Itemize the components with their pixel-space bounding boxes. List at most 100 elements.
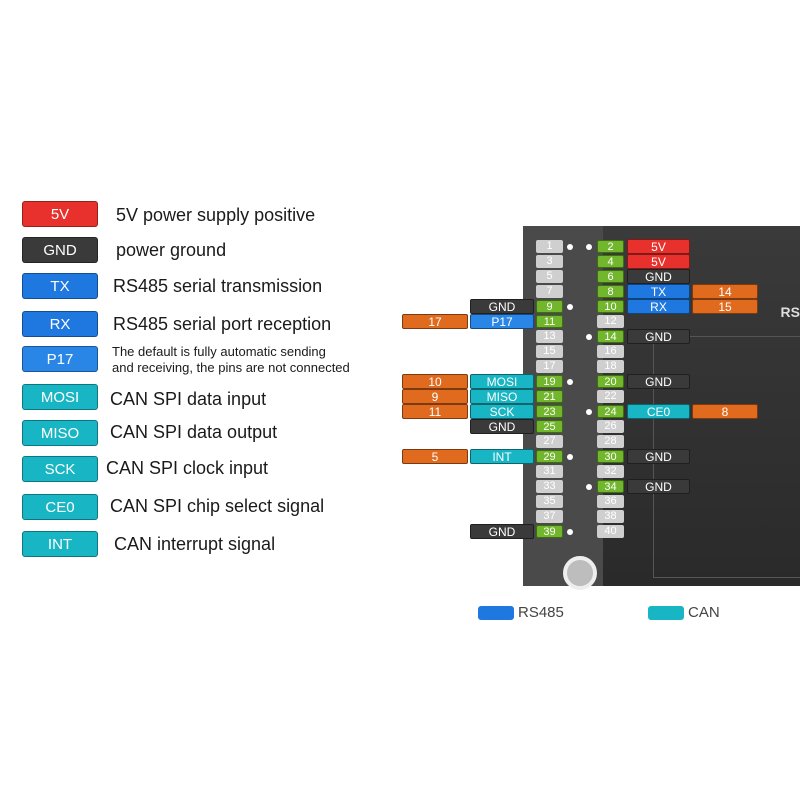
label-gnd-pin20: GND (627, 374, 690, 389)
legend-badge-gnd: GND (22, 237, 98, 263)
pin-dot (567, 379, 573, 385)
pin-dot (586, 484, 592, 490)
bottom-legend-rs485: RS485 (478, 604, 564, 621)
legend-desc-rx: RS485 serial port reception (113, 314, 332, 334)
pin-dot (567, 529, 573, 535)
pin-32: 32 (597, 465, 624, 478)
legend-desc-5v: 5V power supply positive (116, 205, 316, 225)
label-gnd-pin6: GND (627, 269, 690, 284)
pin-36: 36 (597, 495, 624, 508)
label-gpio-17: 17 (402, 314, 468, 329)
pin-18: 18 (597, 360, 624, 373)
pin-9: 9 (536, 300, 563, 313)
pin-40: 40 (597, 525, 624, 538)
label-gpio-11: 11 (402, 404, 468, 419)
pin-dot (567, 454, 573, 460)
legend-badge-5v: 5V (22, 201, 98, 227)
pin-22: 22 (597, 390, 624, 403)
pin-27: 27 (536, 435, 563, 448)
label-rx: RX (627, 299, 690, 314)
pin-39: 39 (536, 525, 563, 538)
legend-badge-mosi: MOSI (22, 384, 98, 410)
legend-desc-sck: CAN SPI clock input (106, 458, 269, 478)
pin-11: 11 (536, 315, 563, 328)
label-sck: SCK (470, 404, 534, 419)
pin-14: 14 (597, 330, 624, 343)
label-gnd-pin25: GND (470, 419, 534, 434)
board-edge (523, 226, 603, 586)
pin-16: 16 (597, 345, 624, 358)
legend-desc-p17-line2: and receiving, the pins are not connecte… (112, 360, 350, 375)
legend-desc-int: CAN interrupt signal (114, 534, 276, 554)
can-swatch (648, 606, 684, 621)
legend-badge-p17: P17 (22, 346, 98, 372)
label-5v-pin4: 5V (627, 254, 690, 269)
label-gpio-15: 15 (692, 299, 758, 314)
label-gnd-pin34: GND (627, 479, 690, 494)
label-int: INT (470, 449, 534, 464)
label-gpio-8: 8 (692, 404, 758, 419)
mount-hole (563, 556, 597, 590)
pin-35: 35 (536, 495, 563, 508)
rs485-swatch (478, 606, 514, 621)
legend-desc-mosi: CAN SPI data input (110, 389, 267, 409)
pin-33: 33 (536, 480, 563, 493)
pin-5: 5 (536, 270, 563, 283)
pin-dot (586, 409, 592, 415)
pin-2: 2 (597, 240, 624, 253)
label-gnd-pin39: GND (470, 524, 534, 539)
label-5v-pin2: 5V (627, 239, 690, 254)
label-tx: TX (627, 284, 690, 299)
legend-badge-sck: SCK (22, 456, 98, 482)
legend-badge-ce0: CE0 (22, 494, 98, 520)
pin-dot (567, 304, 573, 310)
pin-13: 13 (536, 330, 563, 343)
pin-19: 19 (536, 375, 563, 388)
label-gpio-9: 9 (402, 389, 468, 404)
label-p17: P17 (470, 314, 534, 329)
pin-21: 21 (536, 390, 563, 403)
label-gpio-10: 10 (402, 374, 468, 389)
label-ce0: CE0 (627, 404, 690, 419)
label-gpio-5: 5 (402, 449, 468, 464)
bottom-legend-can: CAN (648, 604, 720, 621)
pin-30: 30 (597, 450, 624, 463)
can-label: CAN (688, 604, 720, 621)
pin-37: 37 (536, 510, 563, 523)
legend-badge-miso: MISO (22, 420, 98, 446)
pin-dot (567, 244, 573, 250)
rs485-label: RS485 (518, 604, 564, 621)
pin-25: 25 (536, 420, 563, 433)
pin-34: 34 (597, 480, 624, 493)
pin-3: 3 (536, 255, 563, 268)
legend-badge-tx: TX (22, 273, 98, 299)
label-gpio-14: 14 (692, 284, 758, 299)
pin-28: 28 (597, 435, 624, 448)
pin-17: 17 (536, 360, 563, 373)
pin-6: 6 (597, 270, 624, 283)
legend-desc-gnd: power ground (116, 240, 227, 260)
pin-dot (586, 334, 592, 340)
label-gnd-pin14: GND (627, 329, 690, 344)
pin-20: 20 (597, 375, 624, 388)
legend-desc-miso: CAN SPI data output (110, 422, 278, 442)
board-silkscreen-text: RS (780, 304, 800, 320)
legend-badge-rx: RX (22, 311, 98, 337)
pin-7: 7 (536, 285, 563, 298)
pin-26: 26 (597, 420, 624, 433)
label-miso: MISO (470, 389, 534, 404)
label-gnd-pin9: GND (470, 299, 534, 314)
pin-38: 38 (597, 510, 624, 523)
pin-24: 24 (597, 405, 624, 418)
pin-12: 12 (597, 315, 624, 328)
pin-31: 31 (536, 465, 563, 478)
pin-15: 15 (536, 345, 563, 358)
pin-29: 29 (536, 450, 563, 463)
pin-1: 1 (536, 240, 563, 253)
label-mosi: MOSI (470, 374, 534, 389)
pin-4: 4 (597, 255, 624, 268)
legend-desc-tx: RS485 serial transmission (113, 276, 323, 296)
pin-23: 23 (536, 405, 563, 418)
label-gnd-pin30: GND (627, 449, 690, 464)
pin-8: 8 (597, 285, 624, 298)
